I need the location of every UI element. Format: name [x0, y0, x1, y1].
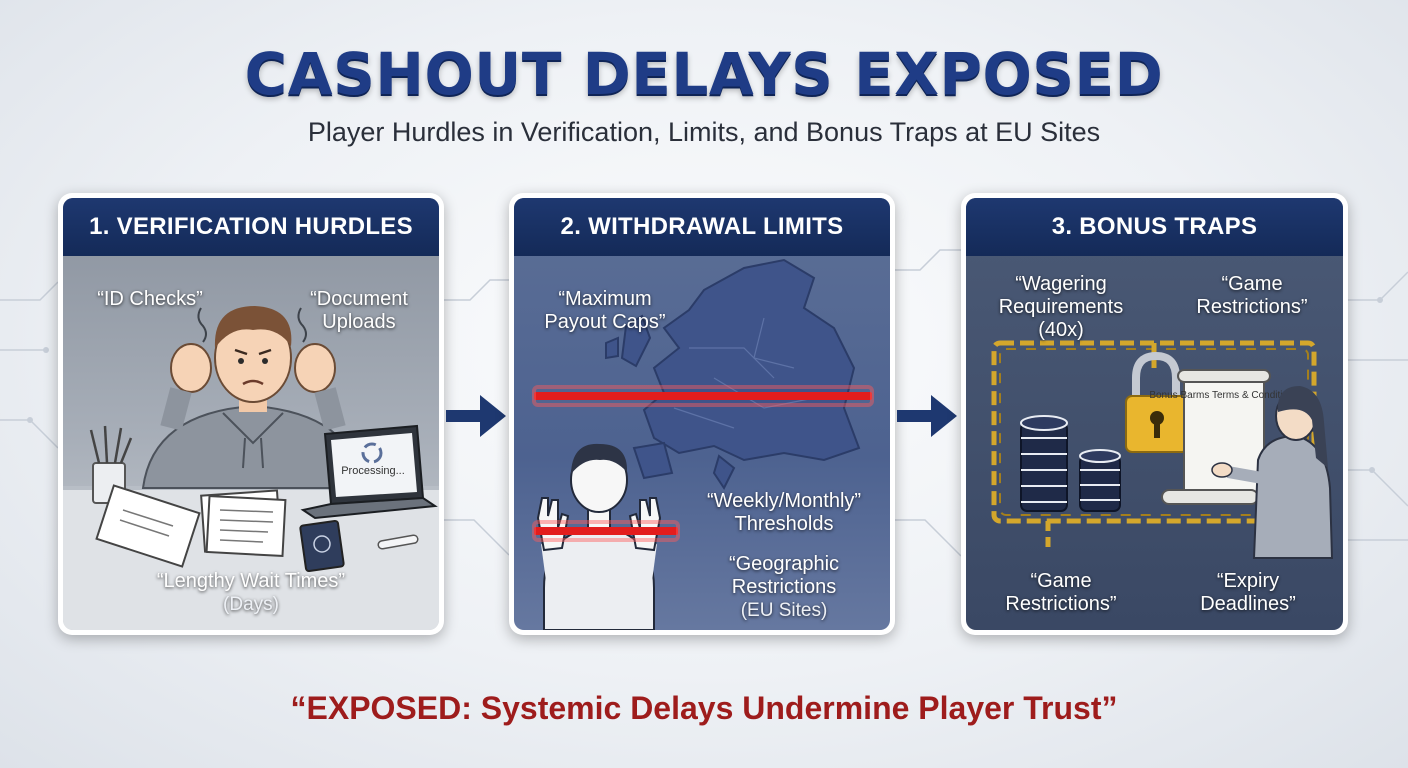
label-geo-note: (EU Sites) — [740, 600, 828, 621]
label-id-checks: “ID Checks” — [97, 288, 203, 310]
bonus-illustration: Bonus Barms Terms & Conditions — [991, 340, 1334, 559]
blocking-person-icon — [536, 443, 662, 630]
arrow-right-icon — [897, 395, 957, 437]
scroll-text: Bonus Barms Terms & Conditions — [1149, 390, 1298, 401]
panel-bonus-traps: Bonus Barms Terms & Conditions 3. BONUS … — [961, 193, 1348, 635]
label-thresholds: “Weekly/Monthly” Thresholds — [706, 490, 862, 535]
panel-verification: Processing... 1. VERIFICATION HURDLES “I… — [58, 193, 444, 635]
page-title: CASHOUT DELAYS EXPOSED — [244, 40, 1164, 108]
page-subtitle: Player Hurdles in Verification, Limits, … — [307, 117, 1101, 147]
panel-header-verification: 1. VERIFICATION HURDLES — [63, 198, 439, 256]
chip-stack-icon — [1020, 415, 1121, 512]
label-game-restrictions-bottom: “Game Restrictions” — [1005, 570, 1117, 615]
panel-header-withdrawal-limits: 2. WITHDRAWAL LIMITS — [514, 198, 890, 256]
verification-illustration: Processing... — [63, 306, 439, 630]
europe-map-icon — [605, 258, 861, 490]
label-wait-times: “Lengthy Wait Times” — [156, 570, 346, 592]
panel-header-bonus-traps: 3. BONUS TRAPS — [966, 198, 1343, 256]
label-wagering: “Wagering Requirements (40x) — [998, 273, 1124, 341]
label-geo-restrictions: “Geographic Restrictions — [728, 553, 840, 598]
laptop-screen-text: Processing... — [341, 465, 405, 477]
label-document-uploads: “Document Uploads — [310, 288, 408, 333]
documents-icon — [95, 484, 287, 568]
panel-withdrawal-limits: 2. WITHDRAWAL LIMITS “Maximum Payout Cap… — [509, 193, 895, 635]
woman-reading-icon — [1211, 386, 1334, 559]
label-expiry: “Expiry Deadlines” — [1200, 570, 1296, 615]
laptop-icon — [300, 424, 438, 520]
footer-conclusion: “EXPOSED: Systemic Delays Undermine Play… — [290, 690, 1118, 726]
arrow-right-icon — [446, 395, 506, 437]
stress-person-icon — [141, 306, 365, 489]
passport-icon — [299, 519, 345, 573]
label-payout-caps: “Maximum Payout Caps” — [544, 288, 666, 333]
label-game-restrictions-top: “Game Restrictions” — [1196, 273, 1308, 318]
padlock-icon — [1125, 351, 1189, 453]
withdrawal-illustration — [532, 258, 874, 630]
label-wait-times-note: (Days) — [223, 594, 279, 615]
